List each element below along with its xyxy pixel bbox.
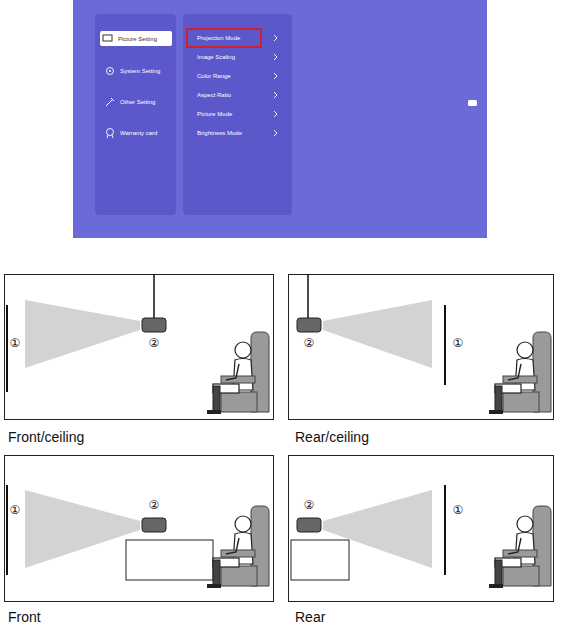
callout-number: ② (304, 337, 315, 349)
menu-label: Warranty card (120, 130, 157, 136)
menu-label: System Setting (120, 68, 160, 74)
screen-line (6, 305, 8, 392)
chevron (274, 92, 277, 98)
menu-icons (103, 35, 114, 138)
installation-panel: ①②Front/ceiling (4, 274, 274, 420)
callout-number: ① (10, 504, 21, 516)
submenu-label: Color Range (197, 73, 231, 79)
projector (142, 318, 166, 332)
status-icon (468, 100, 477, 106)
menu-label: Other Setting (120, 99, 155, 105)
ceiling-mount (153, 274, 155, 318)
installation-panel: ②①Rear/ceiling (288, 274, 554, 420)
menu-item-highlight: Picture Setting (100, 31, 172, 46)
chevron (274, 54, 277, 60)
light-beam (323, 490, 432, 568)
callout-number: ② (149, 337, 160, 349)
panel-caption: Rear/ceiling (295, 430, 369, 444)
panel-caption: Front (8, 610, 41, 624)
callout-number: ② (304, 499, 315, 511)
front-ceiling-illustration (7, 274, 269, 414)
wrench-icon (106, 98, 114, 106)
installation-panel: ①②Front (4, 455, 274, 602)
table (126, 540, 213, 580)
table (291, 540, 349, 580)
submenu-label: Projection Mode (197, 35, 240, 41)
screen-line (444, 305, 446, 385)
callout-number: ① (10, 337, 21, 349)
projector (297, 518, 321, 532)
ceiling-mount (307, 274, 309, 318)
viewer-figure (207, 332, 269, 414)
panel-caption: Rear (295, 610, 325, 624)
front-illustration (7, 485, 269, 588)
badge-icon-ribbon (107, 135, 113, 138)
chevron (274, 111, 277, 117)
chevron (274, 73, 277, 79)
gear-icon (107, 68, 114, 75)
submenu-label: Image Scaling (197, 54, 235, 60)
submenu-label: Brightness Mode (197, 130, 242, 136)
chevron (274, 130, 277, 136)
screen-line (444, 485, 446, 575)
viewer-figure (489, 506, 551, 588)
selected-item-box: Projection Mode (186, 28, 262, 48)
light-beam (323, 300, 432, 368)
installation-panel: ②①Rear (288, 455, 554, 602)
projector (297, 318, 321, 332)
rear-illustration (291, 485, 551, 588)
viewer-figure (207, 506, 269, 588)
submenu-label: Aspect Ratio (197, 92, 231, 98)
callout-number: ① (453, 504, 464, 516)
callout-number: ① (453, 337, 464, 349)
chevrons (274, 35, 277, 136)
screen-line (6, 485, 8, 575)
chevron (274, 35, 277, 41)
projector (142, 518, 166, 532)
rear-ceiling-illustration (297, 274, 551, 414)
picture-icon (103, 35, 112, 41)
badge-icon (107, 129, 114, 136)
submenu-panel: Image ScalingColor RangeAspect RatioPict… (183, 14, 292, 215)
menu-label: Picture Setting (118, 36, 157, 42)
submenu-label: Picture Mode (197, 111, 232, 117)
light-beam (25, 300, 140, 368)
viewer-figure (489, 332, 551, 414)
callout-number: ② (149, 499, 160, 511)
panel-caption: Front/ceiling (8, 430, 84, 444)
screen-background (73, 0, 487, 238)
light-beam (25, 490, 140, 568)
menu-panel: System SettingOther SettingWarranty card… (95, 14, 176, 215)
gear-icon-hub (109, 70, 111, 72)
